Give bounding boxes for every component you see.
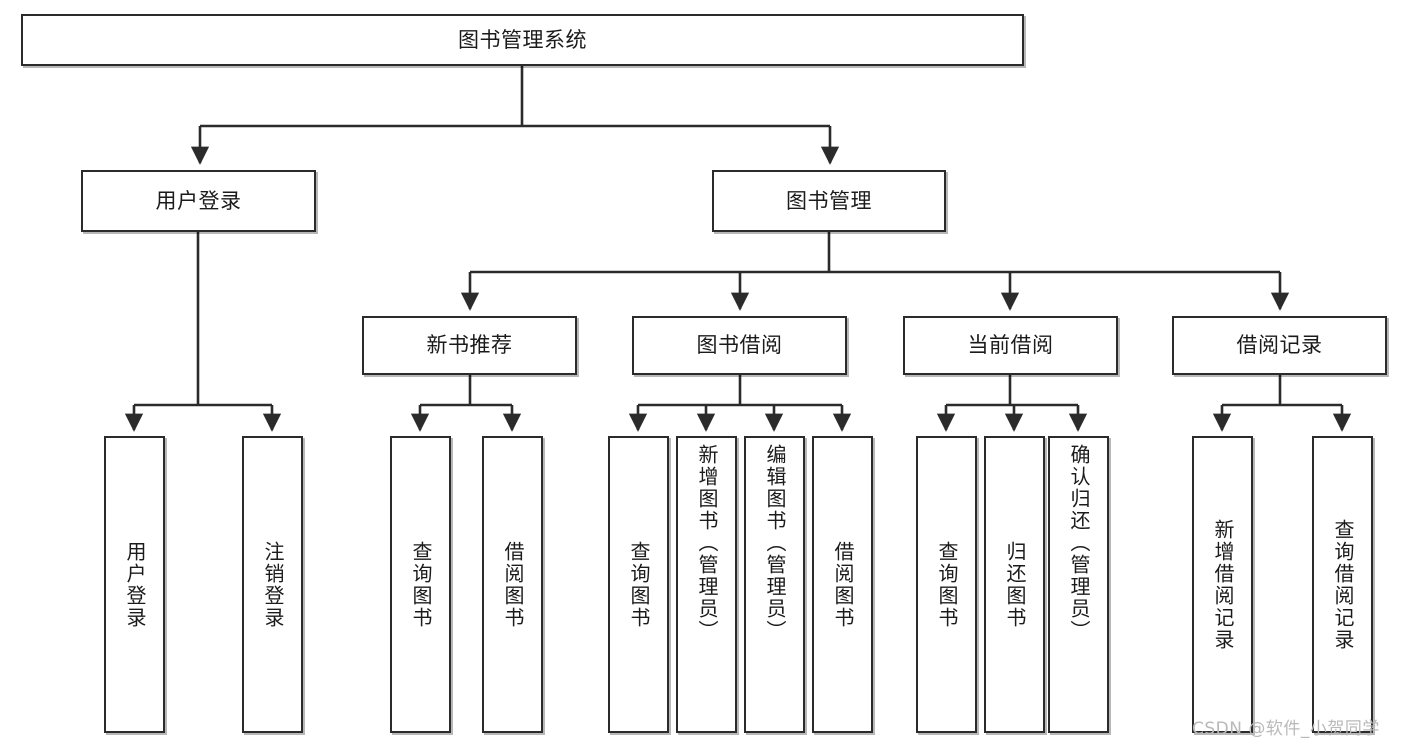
node-leaf-query-book-borrow-label: 查询图书 <box>627 540 651 629</box>
watermark-text: CSDN @软件_小贺同学 <box>1192 719 1380 739</box>
node-user-login[interactable]: 用户登录 <box>81 170 316 232</box>
node-leaf-query-book-borrow[interactable]: 查询图书 <box>608 436 669 733</box>
node-leaf-user-login[interactable]: 用户登录 <box>104 436 165 733</box>
node-leaf-query-borrow-record[interactable]: 查询借阅记录 <box>1312 436 1373 733</box>
node-leaf-logout-login[interactable]: 注销登录 <box>242 436 303 733</box>
node-new-book-recommend-label: 新书推荐 <box>426 333 513 358</box>
node-leaf-return-book[interactable]: 归还图书 <box>984 436 1045 733</box>
node-leaf-add-book-admin[interactable]: 新增图书（管理员） <box>676 436 737 733</box>
node-user-login-label: 用户登录 <box>155 188 242 213</box>
node-leaf-query-book-current[interactable]: 查询图书 <box>916 436 977 733</box>
node-leaf-query-borrow-record-label: 查询借阅记录 <box>1331 518 1355 651</box>
node-leaf-edit-book-admin-label: 编辑图书（管理员） <box>763 444 787 642</box>
node-leaf-borrow-book-recommend[interactable]: 借阅图书 <box>482 436 543 733</box>
node-book-borrow[interactable]: 图书借阅 <box>632 316 847 375</box>
node-leaf-query-book-current-label: 查询图书 <box>935 540 959 629</box>
node-borrow-record[interactable]: 借阅记录 <box>1172 316 1387 375</box>
node-leaf-return-book-label: 归还图书 <box>1003 540 1027 629</box>
node-root-label: 图书管理系统 <box>458 27 587 52</box>
node-book-management[interactable]: 图书管理 <box>712 170 946 232</box>
node-root[interactable]: 图书管理系统 <box>21 14 1024 66</box>
node-book-borrow-label: 图书借阅 <box>696 333 783 358</box>
node-leaf-edit-book-admin[interactable]: 编辑图书（管理员） <box>744 436 805 733</box>
node-current-borrow[interactable]: 当前借阅 <box>903 316 1118 375</box>
node-leaf-add-borrow-record[interactable]: 新增借阅记录 <box>1192 436 1253 733</box>
node-current-borrow-label: 当前借阅 <box>967 333 1054 358</box>
node-borrow-record-label: 借阅记录 <box>1236 333 1323 358</box>
node-book-management-label: 图书管理 <box>786 188 872 213</box>
node-leaf-query-book-recommend-label: 查询图书 <box>409 540 433 629</box>
node-leaf-user-login-label: 用户登录 <box>123 540 147 629</box>
node-leaf-borrow-book[interactable]: 借阅图书 <box>812 436 873 733</box>
node-leaf-query-book-recommend[interactable]: 查询图书 <box>390 436 451 733</box>
node-leaf-logout-login-label: 注销登录 <box>261 540 285 629</box>
node-leaf-add-book-admin-label: 新增图书（管理员） <box>695 444 719 642</box>
node-leaf-borrow-book-recommend-label: 借阅图书 <box>501 540 525 629</box>
node-new-book-recommend[interactable]: 新书推荐 <box>362 316 577 375</box>
node-leaf-add-borrow-record-label: 新增借阅记录 <box>1211 518 1235 651</box>
node-leaf-confirm-return-admin-label: 确认归还（管理员） <box>1067 444 1091 642</box>
node-leaf-borrow-book-label: 借阅图书 <box>831 540 855 629</box>
node-leaf-confirm-return-admin[interactable]: 确认归还（管理员） <box>1048 436 1109 733</box>
